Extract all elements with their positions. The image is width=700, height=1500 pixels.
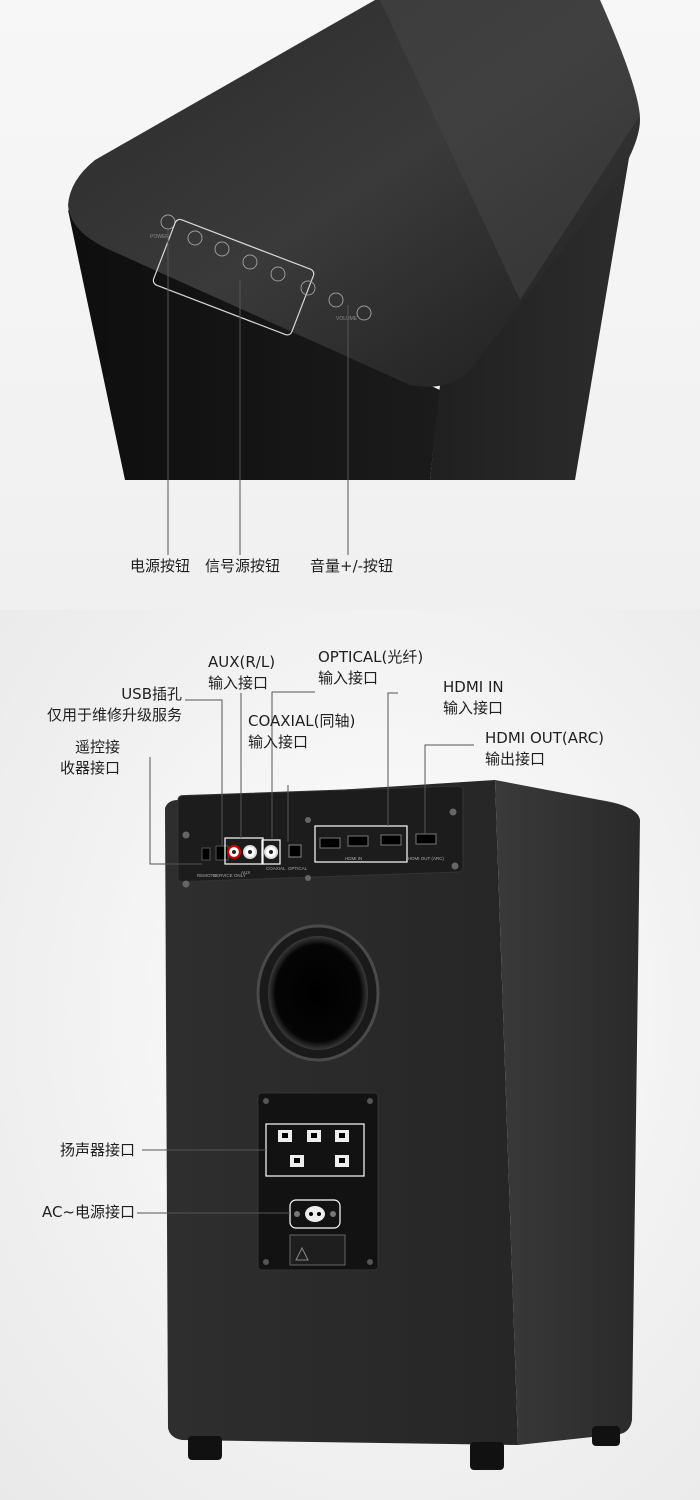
hdmi-in-highlight-box [314,825,408,863]
speaker-left-face [68,210,440,480]
usb-label-line2: 仅用于维修升级服务 [46,706,182,724]
coaxial-label-line2: 输入接口 [248,733,309,751]
optical-label-line1: OPTICAL(光纤) [318,648,424,666]
power-button-label: 电源按钮 [130,557,191,575]
aux-label-line2: 输入接口 [208,674,269,692]
power-legend: POWER [150,234,169,240]
svg-text:HDMI OUT (ARC): HDMI OUT (ARC) [408,856,444,861]
svg-text:SERVICE ONLY: SERVICE ONLY [213,873,246,878]
hdmi-in-2-icon [347,835,369,847]
volume-legend: VOLUME [336,316,358,322]
usb-port-icon [215,845,229,861]
remote-label-line1: 遥控接 [74,738,120,756]
remote-label-line2: 收器接口 [59,759,120,777]
speaker-top-face [68,0,640,387]
speaker-terminal-label: 扬声器接口 [59,1141,135,1159]
hdmi-in-3-icon [380,834,402,846]
top-control-buttons [152,214,372,336]
usb-label-line1: USB插孔 [121,685,182,703]
remote-port-icon [201,847,211,861]
warning-triangle-icon [295,1246,309,1261]
coaxial-highlight-box [261,839,281,865]
speaker-top-illustration: POWER VOLUME [68,0,640,555]
optical-port-icon [288,844,302,858]
cabinet-right-side [495,780,640,1445]
hdmi-in-label-line2: 输入接口 [443,699,504,717]
svg-text:AUX: AUX [241,870,250,875]
hdmi-out-label-line1: HDMI OUT(ARC) [485,729,605,747]
volume-button-label: 音量+/-按钮 [310,557,394,575]
coaxial-label-line1: COAXIAL(同轴) [248,712,356,730]
hdmi-in-label-line1: HDMI IN [443,678,504,696]
volume-down-icon [328,292,344,308]
source-buttons-highlight-box [152,218,315,336]
foot-front [470,1442,504,1470]
svg-text:OPTICAL: OPTICAL [288,866,308,871]
rear-callout-lines [137,691,474,1214]
ac-power-label: AC~电源接口 [41,1203,135,1221]
svg-text:REMOTE: REMOTE [197,873,216,878]
source-button-label: 信号源按钮 [205,557,281,575]
hdmi-out-icon [415,833,437,845]
ac-inlet-highlight-box [289,1199,341,1229]
ac-inlet-icon [305,1206,325,1222]
aux-highlight-box [224,837,264,865]
hdmi-in-1-icon [319,837,341,849]
optical-label-line2: 输入接口 [318,669,379,687]
foot-left [188,1436,222,1460]
hdmi-out-label-line2: 输出接口 [485,750,546,768]
aux-label-line1: AUX(R/L) [208,653,276,671]
svg-text:HDMI IN: HDMI IN [345,856,362,861]
volume-up-icon [356,305,372,321]
foot-right [592,1426,620,1446]
top-callout-lines [167,230,349,555]
svg-text:COAXIAL: COAXIAL [266,866,286,871]
